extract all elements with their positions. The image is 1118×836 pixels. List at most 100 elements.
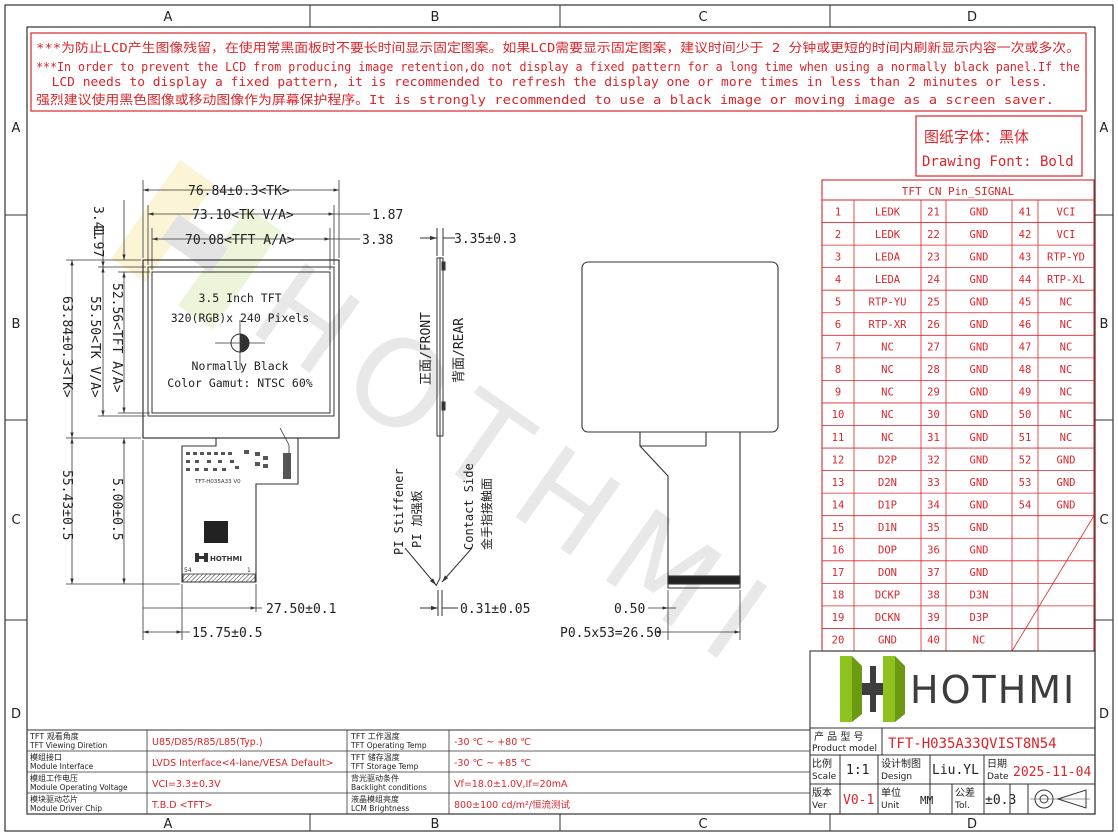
- warning-line-1: ***为防止LCD产生图像残留，在使用常黑面板时不要长时间显示固定图案。如果LC…: [36, 40, 1080, 55]
- spec-label-cn: TFT 观看角度: [29, 731, 79, 741]
- dim-338: 3.38: [362, 233, 393, 248]
- side-view: [404, 228, 473, 616]
- col-label-top-b: B: [431, 10, 440, 25]
- dim-width-tk: 76.84±0.3<TK>: [188, 184, 290, 199]
- pin-number: 48: [1019, 364, 1032, 376]
- dim-5543: 55.43±0.5: [59, 470, 74, 540]
- pin-signal: LEDK: [875, 229, 901, 241]
- pin-signal: VCI: [1057, 206, 1076, 218]
- pin-number: 53: [1019, 477, 1032, 489]
- spec-label-cn: 液晶模组亮度: [351, 794, 399, 804]
- pin-signal: LEDA: [875, 274, 901, 286]
- dim-width-va: 73.10<TK V/A>: [192, 208, 294, 223]
- front-label: 正面/FRONT: [419, 312, 434, 385]
- row-label-right-c: C: [1099, 513, 1108, 528]
- scale-cn: 比例: [812, 757, 832, 770]
- pin-signal: D2N: [878, 477, 897, 489]
- pin-number: 44: [1019, 274, 1032, 286]
- pin-signal: NC: [881, 342, 894, 354]
- pin-signal: GND: [1057, 454, 1076, 466]
- ver-value: V0-1: [843, 793, 874, 808]
- tol-en: Tol.: [954, 801, 970, 811]
- pin-number: 24: [927, 274, 940, 286]
- pin-signal: LEDA: [875, 251, 901, 263]
- rear-label: 背面/REAR: [452, 318, 467, 383]
- spec-value: -30 ℃ ~ +80 ℃: [454, 737, 531, 748]
- spec-value: VCI=3.3±0.3V: [152, 779, 221, 790]
- dim-2750: 27.50±0.1: [266, 602, 336, 617]
- empty-cell-strike: [1011, 515, 1095, 652]
- front-dimensions: [66, 180, 370, 640]
- stiffener-en: PI Stiffener: [392, 468, 406, 555]
- screen-mode-text: Normally Black: [192, 359, 289, 373]
- gold-fingers: [182, 573, 256, 583]
- pin-signal: GND: [970, 274, 989, 286]
- product-label-en: Product model: [812, 744, 877, 754]
- pin-signal: GND: [970, 296, 989, 308]
- pin-signal: D1P: [878, 499, 897, 511]
- pin-number: 20: [832, 635, 845, 647]
- rear-view: [581, 261, 779, 640]
- pin-number: 14: [832, 499, 845, 511]
- pin-signal: NC: [881, 364, 894, 376]
- logo-text: HOTHMI: [910, 668, 1076, 712]
- date-value: 2025-11-04: [1013, 765, 1091, 780]
- col-label-top-c: C: [698, 10, 707, 25]
- tol-cn: 公差: [955, 786, 975, 799]
- spec-label-en: TFT Operating Temp: [350, 741, 427, 750]
- dim-341: 3.41: [90, 206, 105, 237]
- pin-signal: GND: [970, 567, 989, 579]
- pin-signal: GND: [970, 319, 989, 331]
- fpc-logo-text: HOTHMI: [210, 555, 242, 563]
- design-cn: 设计制图: [881, 757, 921, 770]
- ver-en: Ver: [812, 801, 827, 811]
- pin-number: 25: [927, 296, 940, 308]
- pin-signal: D1N: [878, 522, 897, 534]
- spec-value: 800±100 cd/m²/恒流测试: [454, 799, 570, 811]
- pin-number: 23: [927, 251, 940, 263]
- pin-signal: NC: [1060, 364, 1073, 376]
- unit-cn: 单位: [881, 786, 901, 799]
- pin-table-title: TFT CN Pin_SIGNAL: [902, 185, 1015, 198]
- active-area-outline: [151, 271, 331, 414]
- pin-number: 17: [832, 567, 845, 579]
- screen-gamut-text: Color Gamut: NTSC 60%: [167, 376, 312, 390]
- pin-signal: RTP-YU: [869, 296, 907, 308]
- pin-signal: NC: [1060, 319, 1073, 331]
- pin-signal: GND: [970, 251, 989, 263]
- pin-signal: D2P: [878, 454, 897, 466]
- stiffener-cn: PI 加强板: [410, 490, 424, 548]
- pin-number: 16: [832, 545, 845, 557]
- col-label-top-d: D: [967, 10, 977, 25]
- ver-cn: 版本: [812, 786, 832, 799]
- pin-number: 6: [835, 319, 841, 331]
- dim-031: 0.31±0.05: [460, 602, 530, 617]
- pin-signal: NC: [1060, 432, 1073, 444]
- spec-label-cn: 模组接口: [30, 752, 62, 762]
- pin-number: 37: [927, 567, 940, 579]
- spec-label-en: Module Operating Voltage: [30, 783, 128, 792]
- spec-label-cn: 模组工作电压: [30, 773, 78, 783]
- pin-signal: GND: [970, 522, 989, 534]
- spec-value: -30 ℃ ~ +85 ℃: [454, 758, 531, 769]
- unit-en: Unit: [881, 801, 900, 811]
- pin-signal: D3P: [970, 612, 989, 624]
- pin-signal: GND: [1057, 477, 1076, 489]
- tol-value: ±0.3: [985, 793, 1016, 808]
- dim-height-va: 55.50<TK V/A>: [87, 296, 102, 398]
- pin-signal: DON: [878, 567, 897, 579]
- pin-signal: GND: [970, 409, 989, 421]
- pin-number: 21: [927, 206, 940, 218]
- frame-ticks: [5, 5, 1113, 831]
- design-en: Design: [881, 772, 912, 782]
- row-label-left-d: D: [11, 707, 21, 722]
- pin-signal: D3N: [970, 590, 989, 602]
- pin-signal: GND: [970, 477, 989, 489]
- pin-number: 51: [1019, 432, 1032, 444]
- product-label-cn: 产 品 型 号: [814, 730, 864, 743]
- pin-signal: NC: [1060, 387, 1073, 399]
- pin-number: 15: [832, 522, 845, 534]
